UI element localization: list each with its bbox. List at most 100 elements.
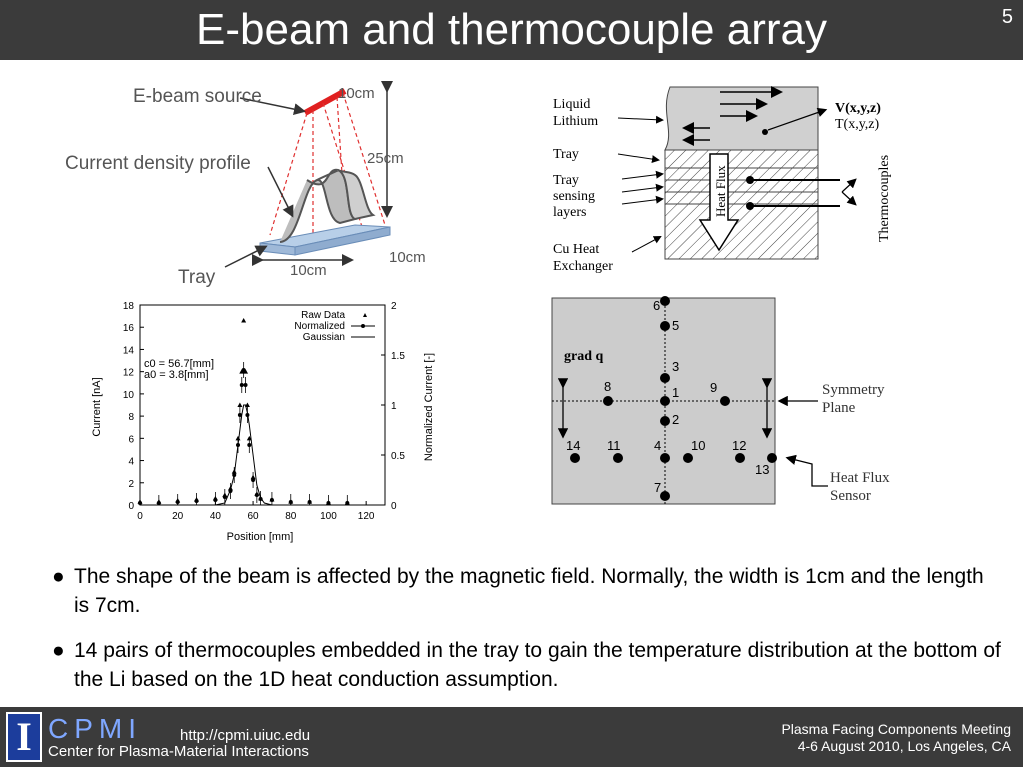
tray-label-cs: Tray [553, 147, 579, 162]
symmetry-plane-label-1: Symmetry [822, 382, 885, 398]
raw-data-point [244, 402, 250, 407]
illinois-logo-icon: I [6, 712, 42, 762]
conference-info: Plasma Facing Components Meeting 4-6 Aug… [781, 721, 1011, 755]
sensing-layers-label-1: Tray [553, 173, 579, 188]
normalized-point [243, 383, 248, 387]
thermocouples-label: Thermocouples [877, 155, 892, 242]
x-tick-label: 100 [320, 511, 337, 522]
normalized-point [236, 443, 240, 447]
x-tick-label: 20 [172, 511, 184, 522]
y-tick-label: 10 [123, 390, 135, 401]
legend-label: Raw Data [301, 310, 345, 321]
raw-data-point [344, 500, 350, 505]
tc-label-14: 14 [566, 438, 580, 453]
raw-data-point [325, 500, 331, 505]
y2-tick-label: 2 [391, 301, 397, 312]
ebeam-source-bar [303, 88, 347, 116]
raw-data-point [222, 492, 228, 497]
cross-section-drawing: Heat Flux Liquid Lithium Tray Tray sensi… [553, 86, 892, 274]
legend-normalized-marker [361, 324, 365, 328]
tray-label: Tray [178, 267, 216, 288]
grad-q-label: grad q [564, 349, 604, 364]
bullet-item-2: ● 14 pairs of thermocouples embedded in … [52, 636, 1002, 694]
tc-label-2: 2 [672, 412, 679, 427]
raw-data-point [269, 496, 275, 502]
slide-title: E-beam and thermocouple array [196, 5, 827, 54]
raw-data-point [241, 318, 247, 323]
dim-10cm-top: 10cm [338, 85, 375, 102]
y-tick-label: 12 [123, 368, 135, 379]
tc-label-5: 5 [672, 318, 679, 333]
raw-data-point [231, 469, 237, 474]
cu-heat-label-2: Exchanger [553, 259, 613, 274]
dim-10cm-bottom: 10cm [290, 262, 327, 279]
tc-label-3: 3 [672, 359, 679, 374]
cpmi-subtitle: Center for Plasma-Material Interactions [48, 743, 309, 760]
slide-number: 5 [1001, 6, 1013, 28]
tc-label-11: 11 [607, 438, 621, 453]
y-tick-label: 16 [123, 323, 135, 334]
y-tick-label: 18 [123, 301, 135, 312]
raw-data-point [239, 369, 245, 374]
tc-label-12: 12 [732, 438, 746, 453]
raw-data-point [288, 499, 294, 504]
tc-label-10: 10 [691, 438, 705, 453]
bullet-text-2: 14 pairs of thermocouples embedded in th… [74, 639, 1001, 691]
bullet-list: ● The shape of the beam is affected by t… [52, 562, 1002, 710]
y-tick-label: 8 [128, 412, 134, 423]
raw-data-point [212, 495, 218, 501]
normalized-point [239, 383, 244, 387]
raw-data-point [194, 496, 200, 502]
normalized-point [245, 413, 250, 417]
normalized-point [232, 473, 237, 477]
y-tick-label: 0 [128, 501, 134, 512]
bullet-dot: ● [52, 565, 65, 588]
y2-tick-label: 0.5 [391, 451, 405, 462]
legend-raw-marker [363, 313, 367, 317]
raw-data-point [237, 402, 243, 407]
raw-data-point [307, 499, 313, 504]
raw-data-point [227, 485, 233, 491]
heat-flux-sensor-label-1: Heat Flux [830, 470, 890, 486]
raw-data-point [175, 498, 181, 503]
chart-y2label: Normalized Current [-] [423, 353, 435, 461]
meeting-date-location: 4-6 August 2010, Los Angeles, CA [797, 738, 1011, 754]
tc-label-4: 4 [654, 438, 661, 453]
y-tick-label: 2 [128, 479, 134, 490]
heat-flux-sensor-label-2: Sensor [830, 488, 871, 504]
raw-data-point [254, 491, 260, 496]
normalized-point [237, 413, 242, 417]
cu-heat-label-1: Cu Heat [553, 242, 599, 257]
velocity-label: V(x,y,z) [835, 101, 881, 116]
cpmi-brand: CPMI [48, 713, 142, 744]
beam-lines [269, 92, 386, 247]
y2-tick-label: 0 [391, 501, 397, 512]
tc-label-1: 1 [672, 385, 679, 400]
heat-flux-label: Heat Flux [713, 165, 728, 217]
bullet-item-1: ● The shape of the beam is affected by t… [52, 562, 1002, 620]
ebeam-source-label: E-beam source [133, 86, 262, 107]
ebeam-setup-drawing: E-beam source Current density profile Tr… [65, 81, 426, 288]
sensing-layers-label-3: layers [553, 205, 586, 220]
chart-frame [139, 304, 386, 506]
cu-heat-exchanger-region [664, 203, 819, 260]
y-tick-label: 6 [128, 434, 134, 445]
cpmi-url[interactable]: http://cpmi.uiuc.edu [180, 727, 311, 744]
sensing-layers-label-2: sensing [553, 189, 595, 204]
raw-data-point [243, 369, 249, 374]
meeting-name: Plasma Facing Components Meeting [781, 721, 1011, 737]
temperature-label: T(x,y,z) [835, 117, 880, 132]
dim-25cm: 25cm [367, 150, 404, 167]
tc-map-drawing: 1 2 3 4 5 6 7 8 9 10 11 12 13 14 grad q … [551, 296, 890, 505]
raw-data-point [246, 435, 252, 441]
legend-label: Normalized [294, 321, 345, 332]
tc-label-7: 7 [654, 480, 661, 495]
raw-data-point [137, 499, 143, 504]
footer-bar: I CPMI Center for Plasma-Material Intera… [0, 707, 1023, 767]
heat-flux-arrow [698, 153, 740, 252]
tc-label-6: 6 [653, 298, 660, 313]
normalized-point [247, 443, 252, 447]
x-tick-label: 60 [248, 511, 260, 522]
chart-xlabel: Position [mm] [227, 531, 294, 543]
tc-label-8: 8 [604, 379, 611, 394]
